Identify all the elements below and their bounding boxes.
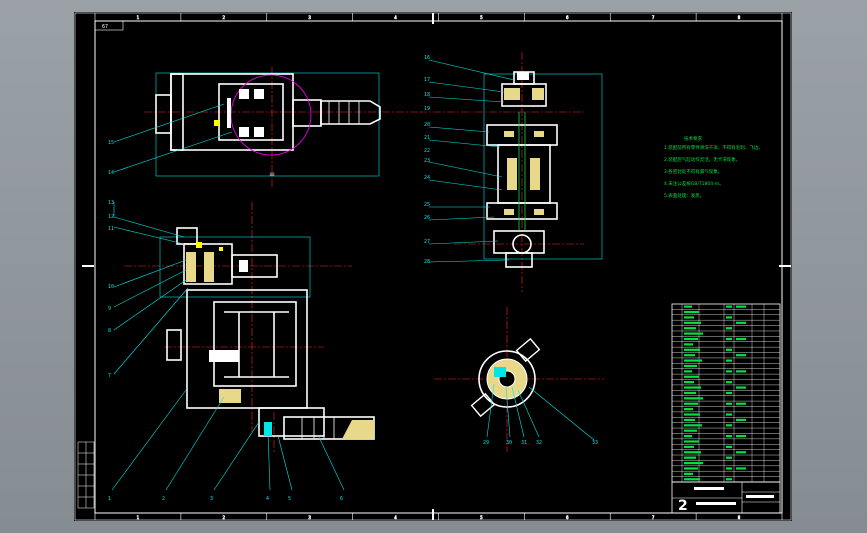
sheet-code-box: 67 xyxy=(94,20,124,31)
balloon-number: 23 xyxy=(424,158,430,164)
balloon-number: 12 xyxy=(108,214,114,220)
balloon-number: 5 xyxy=(288,496,291,502)
border-tick-label: 5 xyxy=(480,515,483,520)
tech-notes-title: 技术要求 xyxy=(684,135,702,142)
balloon-number: 26 xyxy=(424,215,430,221)
balloon-labels-detail: 29 30 31 32 33 xyxy=(483,440,598,446)
balloon-number: 2 xyxy=(162,496,165,502)
frame-center-marks xyxy=(82,13,791,520)
side-view xyxy=(419,52,603,292)
tech-note-line: 1.装配前所有零件清洗干净，不得有毛刺、飞边。 xyxy=(664,144,763,151)
balloon-number: 25 xyxy=(424,202,430,208)
front-view xyxy=(124,202,375,452)
balloon-number: 30 xyxy=(506,440,512,446)
balloon-number: 18 xyxy=(424,92,430,98)
border-tick-label: 6 xyxy=(566,515,569,520)
balloon-number: 33 xyxy=(592,440,598,446)
tech-note-line: 3.各密封处不得有漏气现象。 xyxy=(664,168,722,175)
border-tick-label: 7 xyxy=(652,15,655,20)
border-tick-label: 2 xyxy=(223,15,226,20)
border-tick-label: 1 xyxy=(137,15,140,20)
balloon-number: 28 xyxy=(424,259,430,265)
tech-note-line: 5.表面处理：发黑。 xyxy=(664,192,704,199)
balloon-number: 19 xyxy=(424,106,430,112)
border-tick-label: 3 xyxy=(308,515,311,520)
tech-note-line: 4.未注公差按GB/T1804-m。 xyxy=(664,180,724,187)
border-tick-label: 4 xyxy=(394,515,397,520)
balloon-number: 10 xyxy=(108,284,114,290)
balloon-number: 31 xyxy=(521,440,527,446)
tech-note-line: 2.装配后气缸动作灵活，无卡滞现象。 xyxy=(664,156,740,163)
balloon-number: 8 xyxy=(108,328,111,334)
parts-list-table xyxy=(671,303,781,483)
balloon-number: 21 xyxy=(424,135,430,141)
leader-lines xyxy=(111,59,595,491)
balloon-number: 27 xyxy=(424,239,430,245)
balloon-number: 29 xyxy=(483,440,489,446)
balloon-number: 24 xyxy=(424,175,430,181)
border-tick-label: 2 xyxy=(223,515,226,520)
balloon-number: 4 xyxy=(266,496,269,502)
sheet-code: 67 xyxy=(102,24,108,30)
balloon-number: 6 xyxy=(340,496,343,502)
balloon-number: 20 xyxy=(424,122,430,128)
svg-text:88: 88 xyxy=(269,172,275,177)
balloon-number: 22 xyxy=(424,148,430,154)
balloon-number: 7 xyxy=(108,373,111,379)
balloon-number: 13 xyxy=(108,200,114,206)
title-block: 2 xyxy=(671,481,781,514)
balloon-labels-side: 16 17 18 19 20 21 22 23 24 25 26 27 28 xyxy=(424,55,430,265)
balloon-number: 1 xyxy=(108,496,111,502)
technical-requirements: 技术要求 1.装配前所有零件清洗干净，不得有毛刺、飞边。 2.装配后气缸动作灵活，… xyxy=(664,135,763,199)
bottom-detail-view xyxy=(434,307,604,452)
balloon-number: 32 xyxy=(536,440,542,446)
revision-strip xyxy=(77,441,95,509)
border-tick-label: 7 xyxy=(652,515,655,520)
balloon-number: 11 xyxy=(108,226,114,232)
border-tick-label: 4 xyxy=(394,15,397,20)
border-tick-label: 1 xyxy=(137,515,140,520)
border-tick-label: 8 xyxy=(738,515,741,520)
title-block-logo: 2 xyxy=(678,498,688,514)
balloon-number: 9 xyxy=(108,306,111,312)
balloon-number: 16 xyxy=(424,55,430,61)
balloon-number: 17 xyxy=(424,77,430,83)
balloon-number: 14 xyxy=(108,170,114,176)
border-tick-label: 5 xyxy=(480,15,483,20)
balloon-number: 15 xyxy=(108,140,114,146)
border-tick-label: 6 xyxy=(566,15,569,20)
border-tick-label: 3 xyxy=(308,15,311,20)
balloon-number: 3 xyxy=(210,496,213,502)
border-tick-label: 8 xyxy=(738,15,741,20)
top-view: 88 xyxy=(144,67,419,187)
